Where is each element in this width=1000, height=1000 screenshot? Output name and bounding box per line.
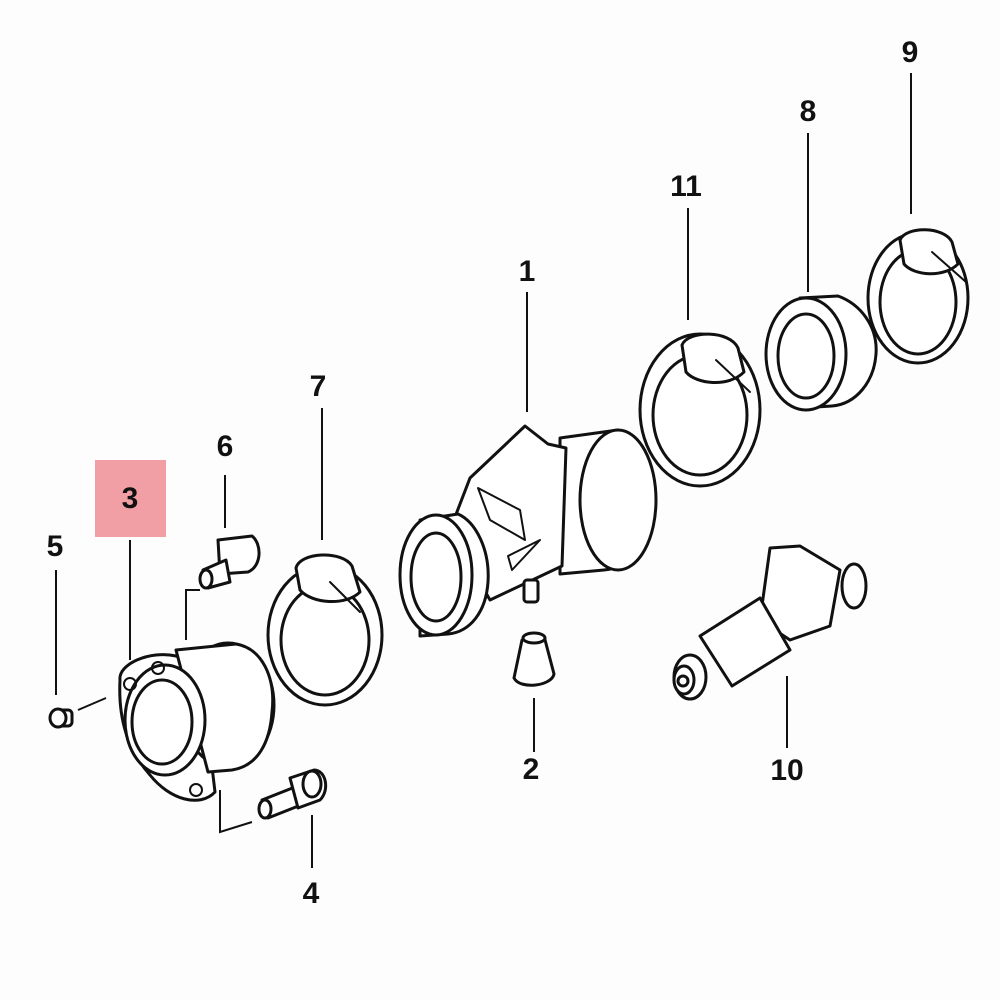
- callout-6: 6: [216, 430, 234, 463]
- callout-9: 9: [901, 36, 919, 69]
- part-main-housing: [398, 424, 658, 638]
- part-hose-clamp-9: [866, 228, 970, 365]
- part-hose-clamp-11: [638, 332, 762, 488]
- leader-lines: [55, 73, 912, 868]
- callout-4: 4: [302, 877, 320, 910]
- callout-7: 7: [309, 370, 327, 403]
- part-sleeve: [764, 294, 878, 412]
- callout-3-highlight: [95, 460, 166, 537]
- part-small-screw: [48, 707, 74, 729]
- callout-8: 8: [799, 95, 817, 128]
- callout-11: 11: [670, 170, 702, 203]
- callout-1: 1: [518, 255, 536, 288]
- callout-5: 5: [46, 530, 64, 563]
- callout-10: 10: [770, 754, 804, 787]
- part-hose-clamp-7: [266, 553, 384, 707]
- part-injector: [672, 544, 868, 701]
- part-bolt: [257, 768, 328, 820]
- callout-2: 2: [522, 753, 540, 786]
- part-rubber-cap: [512, 631, 556, 687]
- part-flange-adapter: [118, 641, 276, 802]
- part-bracket: [198, 534, 261, 590]
- callout-3: 3: [121, 482, 139, 515]
